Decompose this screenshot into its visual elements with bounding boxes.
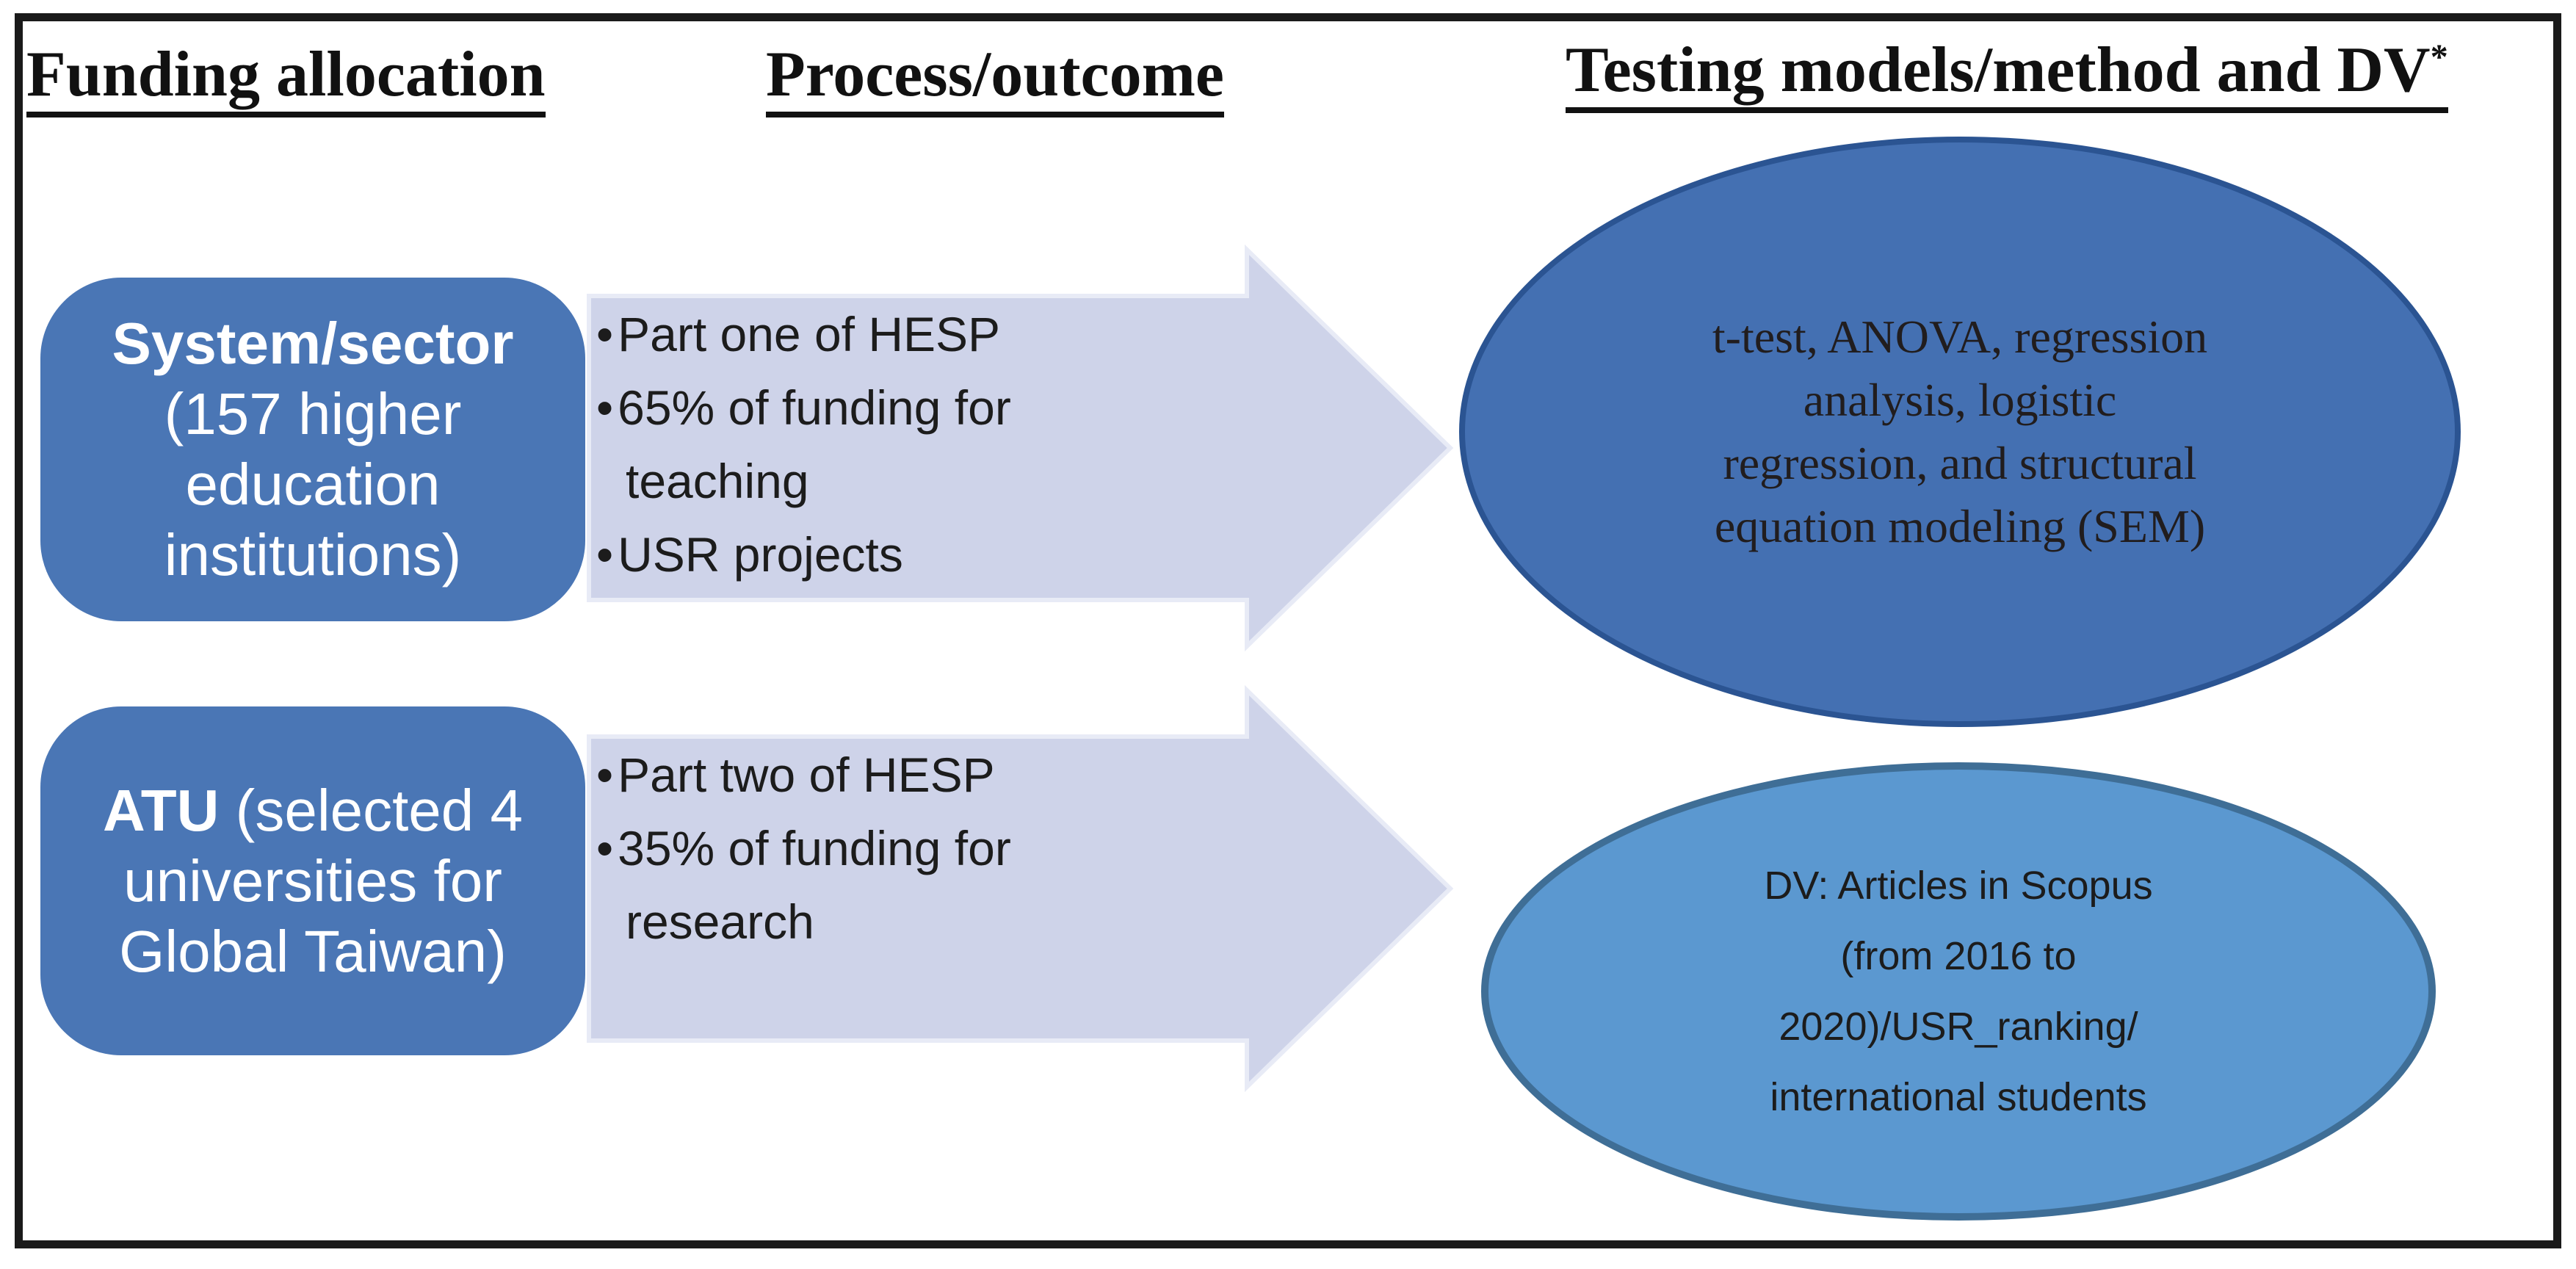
funding-box-line: universities for [123, 847, 502, 914]
funding-box-line: Global Taiwan) [119, 918, 507, 984]
bullet-item: 35% of funding for research [596, 811, 1169, 958]
ellipse-text-line: t-test, ANOVA, regression [1712, 311, 2208, 363]
figure-border [15, 13, 2561, 1248]
ellipse-text-line: DV: Articles in Scopus [1764, 864, 2153, 908]
method-ellipse-statistical-models: t-test, ANOVA, regression analysis, logi… [1459, 137, 2461, 727]
ellipse-text-line: regression, and structural [1723, 437, 2197, 489]
ellipse-text-line: equation modeling (SEM) [1714, 500, 2206, 552]
header-label: Process/outcome [766, 43, 1224, 118]
funding-box-atu: ATU (selected 4 universities for Global … [40, 706, 585, 1055]
bullet-item: USR projects [596, 518, 1169, 591]
header-asterisk: * [2430, 37, 2448, 77]
process-bullets-system: Part one of HESP 65% of funding for teac… [596, 297, 1169, 591]
funding-box-line: institutions) [164, 522, 462, 588]
ellipse-text-line: 2020)/USR_ranking/ [1779, 1005, 2138, 1049]
column-header-testing-models: Testing models/method and DV* [1566, 38, 2448, 113]
header-label: Funding allocation [26, 43, 546, 118]
funding-box-system-sector: System/sector (157 higher education inst… [40, 278, 585, 621]
column-header-funding-allocation: Funding allocation [26, 43, 546, 118]
funding-box-title: ATU [102, 777, 220, 843]
bullet-item: 65% of funding for teaching [596, 371, 1169, 518]
funding-box-title-rest: (selected 4 [219, 777, 524, 843]
method-ellipse-dependent-variables: DV: Articles in Scopus (from 2016 to 202… [1481, 762, 2436, 1221]
funding-box-title-line: ATU (selected 4 [103, 776, 523, 846]
funding-box-line: (157 higher [164, 381, 462, 446]
ellipse-text-line: international students [1770, 1075, 2147, 1119]
bullet-item: Part two of HESP [596, 738, 1169, 811]
funding-box-title: System/sector [112, 311, 514, 376]
funding-box-line: education [185, 452, 441, 517]
header-label: Testing models/method and DV [1566, 35, 2431, 106]
column-header-process-outcome: Process/outcome [766, 43, 1224, 118]
process-bullets-atu: Part two of HESP 35% of funding for rese… [596, 738, 1169, 958]
ellipse-text-line: analysis, logistic [1803, 374, 2117, 426]
ellipse-text-line: (from 2016 to [1840, 934, 2077, 978]
bullet-item: Part one of HESP [596, 297, 1169, 371]
